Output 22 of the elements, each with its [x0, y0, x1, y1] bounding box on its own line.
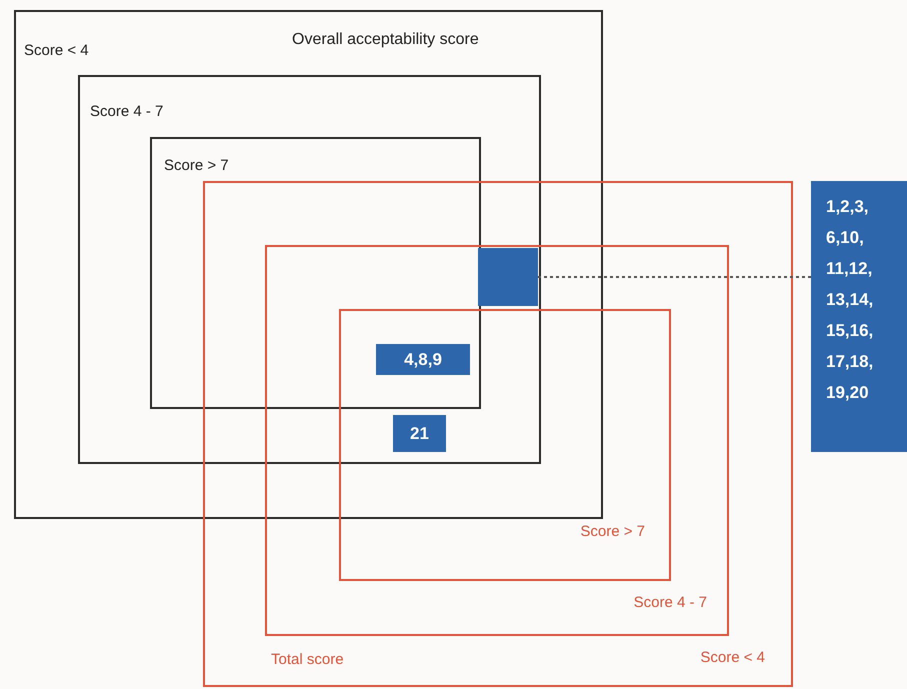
- number-box: [376, 344, 470, 375]
- number-list: 1,2,3, 6,10, 11,12, 13,14, 15,16, 17,18, 19,20: [826, 191, 892, 408]
- frame-label: Overall acceptability score: [292, 30, 479, 50]
- score-frame: [339, 309, 671, 581]
- frame-label: Total score: [271, 650, 344, 670]
- frame-label: Score 4 - 7: [90, 102, 164, 122]
- number-list-box: [811, 181, 907, 452]
- frame-label: Score < 4: [24, 41, 89, 61]
- frame-label: Score > 7: [164, 156, 229, 176]
- score-frame: [14, 10, 603, 519]
- score-frame: [265, 245, 729, 636]
- number-label: 4,8,9: [403, 348, 443, 371]
- dotted-connector: [538, 276, 811, 278]
- number-box: [393, 415, 446, 452]
- frame-label: Score 4 - 7: [634, 592, 707, 612]
- score-frame: [203, 181, 793, 687]
- number-box: [478, 248, 538, 306]
- frame-label: Score < 4: [700, 648, 765, 668]
- score-frame: [150, 137, 481, 409]
- score-frame: [78, 75, 541, 464]
- frame-label: Score > 7: [580, 522, 645, 542]
- number-label: 21: [409, 422, 430, 445]
